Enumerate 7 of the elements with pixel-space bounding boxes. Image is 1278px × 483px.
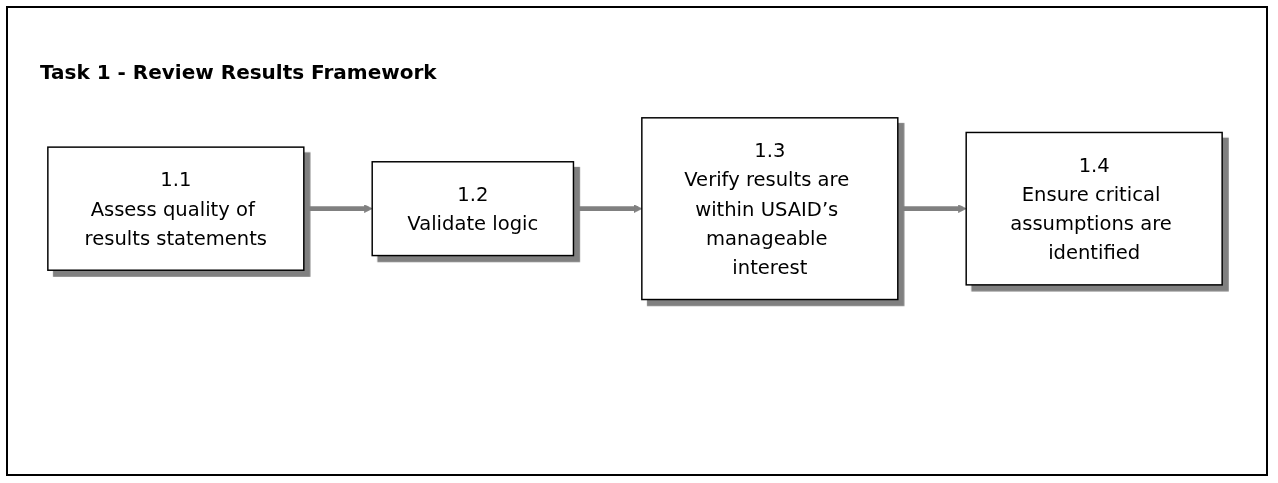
node-box: 1.1 Assess quality of results statements [47, 146, 305, 271]
node-box: 1.4 Ensure critical assumptions are identified [965, 131, 1223, 286]
node-box: 1.3 Verify results are within USAID’s manageable interest [641, 117, 899, 301]
arrow [303, 204, 373, 213]
node-box: 1.2 Validate logic [371, 161, 575, 257]
title: Task 1 - Review Results Framework [40, 60, 437, 84]
arrow [897, 204, 967, 213]
